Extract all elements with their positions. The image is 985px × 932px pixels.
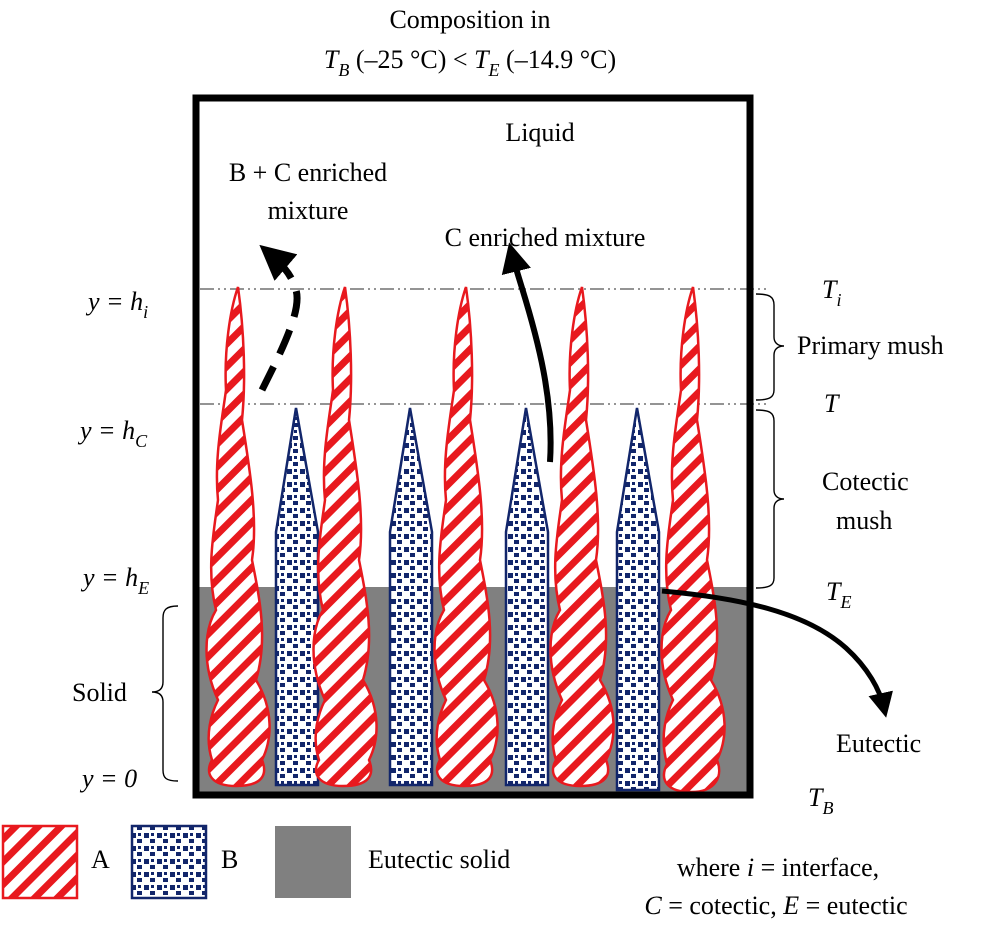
b-crystal — [504, 407, 550, 787]
legend-b-label: B — [221, 845, 238, 874]
primary-mush-brace — [755, 293, 785, 401]
b-crystal — [615, 407, 661, 792]
legend-eutectic-swatch — [275, 826, 351, 898]
b-crystal — [274, 407, 320, 787]
cotectic-mush-brace — [755, 409, 785, 589]
primary-mush-label: Primary mush — [797, 331, 944, 360]
eutectic-label: Eutectic — [836, 729, 921, 758]
temp-t-label: T — [824, 389, 840, 418]
a-dendrites — [205, 286, 726, 794]
a-dendrite — [205, 286, 271, 788]
c-mixture-label: C enriched mixture — [445, 223, 646, 252]
a-dendrite — [312, 286, 378, 788]
title-line2: TB (–25 °C) < TE (–14.9 °C) — [324, 45, 616, 80]
height-hc-label: y = hC — [77, 416, 148, 451]
cotectic-mush-label-line2: mush — [836, 506, 892, 535]
temp-tb-label: TB — [808, 783, 833, 818]
note-line2: C = cotectic, E = eutectic — [644, 891, 907, 920]
a-dendrite — [660, 286, 726, 794]
cotectic-mush-label-line1: Cotectic — [822, 467, 909, 496]
b-crystals — [274, 407, 661, 792]
note-line1: where i = interface, — [677, 853, 879, 882]
a-dendrite — [549, 286, 615, 788]
legend-b-swatch — [130, 824, 208, 900]
legend-eutectic-label: Eutectic solid — [368, 845, 510, 874]
c-mixture-arrow — [501, 242, 554, 463]
b-crystal — [388, 407, 434, 787]
liquid-label: Liquid — [505, 118, 574, 147]
legend-a-label: A — [91, 845, 110, 874]
height-zero-label: y = 0 — [79, 764, 137, 793]
bc-mixture-label-line1: B + C enriched — [229, 158, 387, 187]
temp-te-label: TE — [826, 577, 851, 612]
container-border — [192, 94, 754, 799]
a-dendrite — [433, 286, 499, 788]
title-line1: Composition in — [389, 5, 550, 34]
bc-mixture-label-line2: mixture — [268, 196, 349, 225]
height-he-label: y = hE — [80, 563, 149, 598]
solid-brace — [151, 605, 179, 782]
bc-mixture-arrow — [258, 244, 301, 392]
legend-a-swatch — [1, 824, 79, 900]
solid-label: Solid — [72, 678, 127, 707]
height-hi-label: y = hi — [85, 287, 148, 322]
eutectic-arrow — [661, 588, 893, 718]
temp-ti-label: Ti — [822, 275, 841, 310]
